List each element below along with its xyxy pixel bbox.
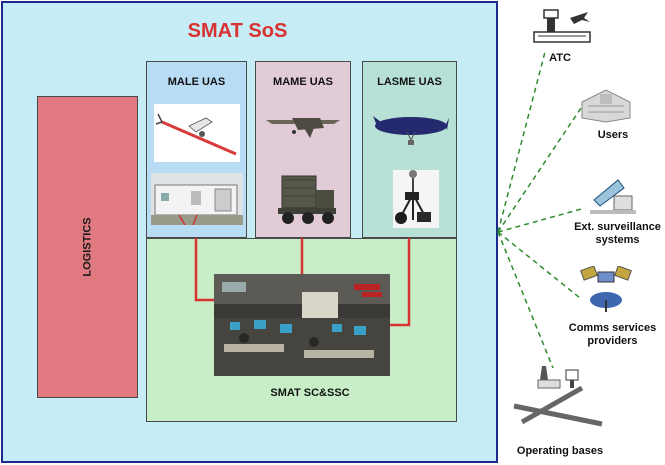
radar-icon (590, 179, 636, 214)
users-label: Users (597, 129, 629, 141)
mame-uav-image (266, 118, 340, 138)
logistics-box (37, 96, 138, 398)
male-uas-title: MALE UAS (167, 76, 226, 88)
comms-label-text: Comms services providers (568, 322, 657, 347)
users-link-line (497, 101, 586, 233)
mame-uas-title: MAME UAS (273, 76, 333, 88)
lasme-uas-box: LASME UAS (362, 61, 457, 238)
sos-title: SMAT SoS (187, 20, 288, 42)
comms-link-line (497, 231, 581, 299)
atc-tower-icon (533, 9, 591, 43)
lasme-uas-title: LASME UAS (377, 76, 442, 88)
mame-uas-box: MAME UAS (255, 61, 351, 238)
atc-label: ATC (549, 52, 571, 64)
male-uav-image (154, 104, 240, 162)
control-room-image (214, 274, 390, 376)
lasme-link-line (390, 238, 411, 327)
male-ground-station-image (151, 173, 243, 225)
smat-sc-ssc-label: SMAT SC&SSC (270, 387, 350, 399)
lasme-airship-image (373, 116, 449, 145)
surveillance-link-line (497, 207, 586, 233)
surveillance-label-text: Ext. surveillance systems (574, 221, 661, 246)
airbase-icon (513, 366, 603, 427)
satellite-dish-icon (580, 266, 632, 312)
male-uas-box: MALE UAS (146, 61, 247, 238)
comms-label: Comms services providers (560, 322, 665, 348)
male-link-line (194, 238, 214, 302)
lasme-tripod-image (393, 170, 439, 228)
bases-label: Operating bases (516, 445, 604, 457)
users-building-icon (581, 89, 631, 123)
bases-link-line (497, 231, 554, 369)
atc-link-line (497, 51, 546, 233)
surveillance-label: Ext. surveillance systems (570, 221, 665, 247)
mame-ground-vehicle-image (278, 175, 336, 224)
